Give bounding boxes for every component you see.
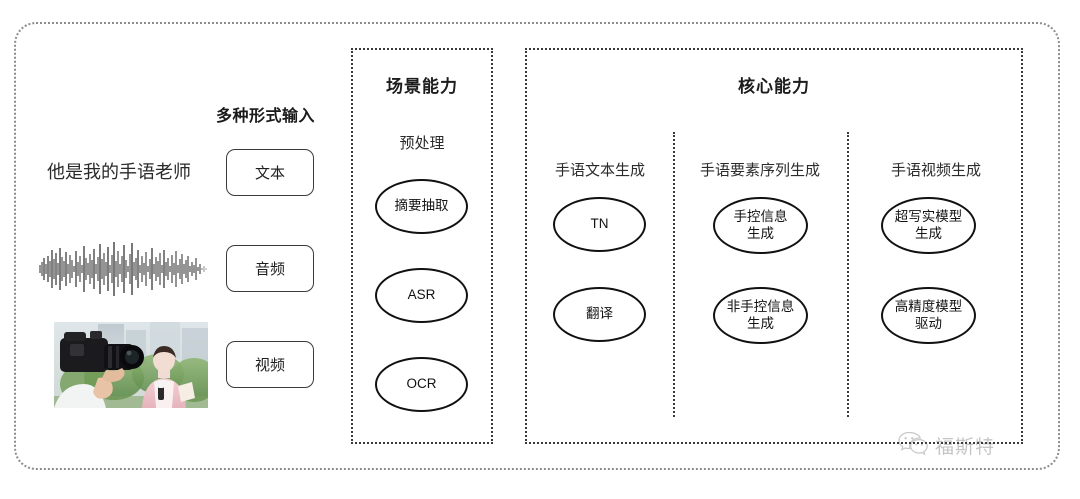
node-manual-info-generation[interactable]: 手控信息 生成 [713, 197, 808, 254]
node-summary-extraction-label: 摘要抽取 [394, 198, 449, 214]
watermark: 福斯特 [898, 430, 995, 461]
core-column-divider-1 [673, 132, 675, 417]
node-asr[interactable]: ASR [375, 268, 468, 323]
node-ocr[interactable]: OCR [375, 357, 468, 412]
outer-dotted-frame [14, 22, 1060, 470]
node-tn-label: TN [590, 216, 609, 232]
scene-capability-panel: 场景能力 预处理 摘要抽取 ASR OCR [351, 48, 493, 444]
node-hyperreal-model-generation-label: 超写实模型 生成 [894, 208, 963, 241]
modality-pill-video[interactable]: 视频 [226, 341, 314, 388]
node-non-manual-info-generation-label: 非手控信息 生成 [726, 298, 795, 331]
audio-waveform-icon [36, 238, 210, 300]
node-hyperreal-model-generation[interactable]: 超写实模型 生成 [881, 197, 976, 254]
node-ocr-label: OCR [406, 376, 437, 392]
node-high-precision-model-driving-label: 高精度模型 驱动 [894, 298, 963, 331]
core-column-sign-elements-header: 手语要素序列生成 [699, 162, 820, 179]
core-column-sign-text-header: 手语文本生成 [554, 162, 645, 179]
core-capability-panel: 核心能力 手语文本生成 TN 翻译 手语要素序列生成 手控信息 生成 非手控信息… [525, 48, 1023, 444]
core-capability-title: 核心能力 [738, 77, 810, 96]
watermark-text: 福斯特 [935, 437, 996, 458]
wechat-icon [898, 430, 928, 461]
modality-pill-audio[interactable]: 音频 [226, 245, 314, 292]
video-thumbnail-image [54, 322, 208, 408]
node-asr-label: ASR [407, 287, 436, 303]
node-summary-extraction[interactable]: 摘要抽取 [375, 179, 468, 234]
scene-group-label: 预处理 [399, 135, 445, 152]
modality-pill-text[interactable]: 文本 [226, 149, 314, 196]
core-column-sign-video-header: 手语视频生成 [890, 162, 981, 179]
node-translation-label: 翻译 [586, 306, 613, 322]
modality-pill-audio-label: 音频 [254, 261, 285, 278]
node-tn[interactable]: TN [553, 197, 646, 252]
node-high-precision-model-driving[interactable]: 高精度模型 驱动 [881, 287, 976, 344]
modality-pill-video-label: 视频 [254, 357, 285, 374]
scene-capability-title: 场景能力 [386, 77, 458, 96]
node-translation[interactable]: 翻译 [553, 287, 646, 342]
input-sentence-text: 他是我的手语老师 [47, 162, 191, 182]
node-non-manual-info-generation[interactable]: 非手控信息 生成 [713, 287, 808, 344]
input-section-heading: 多种形式输入 [216, 108, 316, 125]
modality-pill-text-label: 文本 [254, 165, 285, 182]
node-manual-info-generation-label: 手控信息 生成 [733, 208, 788, 241]
core-column-divider-2 [847, 132, 849, 417]
